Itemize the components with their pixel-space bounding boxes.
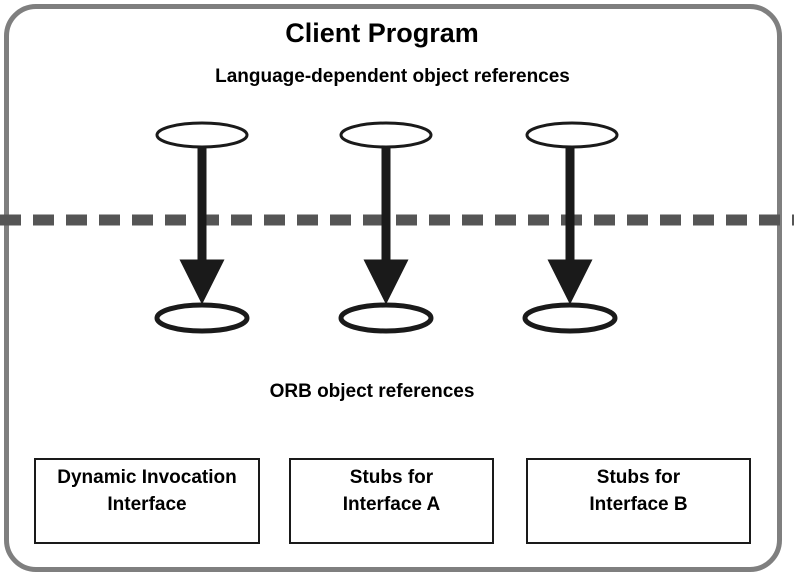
box-label-line1: Stubs for (349, 467, 434, 488)
box-label-line1: Stubs for (596, 467, 681, 488)
language-ref-ellipse-3 (525, 121, 619, 149)
orb-ref-ellipse-1 (154, 302, 250, 334)
dynamic-invocation-interface-box: Dynamic Invocation Interface (34, 458, 260, 544)
stubs-interface-b-box: Stubs for Interface B (526, 458, 751, 544)
language-ref-ellipse-1 (155, 121, 249, 149)
language-ref-ellipse-2 (339, 121, 433, 149)
diagram-title: Client Program (285, 18, 479, 48)
stubs-interface-a-box: Stubs for Interface A (289, 458, 494, 544)
box-label-line1: Dynamic Invocation (57, 467, 237, 488)
box-label-line2: Interface (107, 494, 187, 515)
box-label-line2: Interface A (342, 494, 441, 515)
orb-ref-ellipse-3 (522, 302, 618, 334)
orb-refs-label: ORB object references (269, 381, 475, 402)
language-refs-label: Language-dependent object references (215, 66, 570, 87)
orb-ref-ellipse-2 (338, 302, 434, 334)
box-label-line2: Interface B (589, 494, 688, 515)
